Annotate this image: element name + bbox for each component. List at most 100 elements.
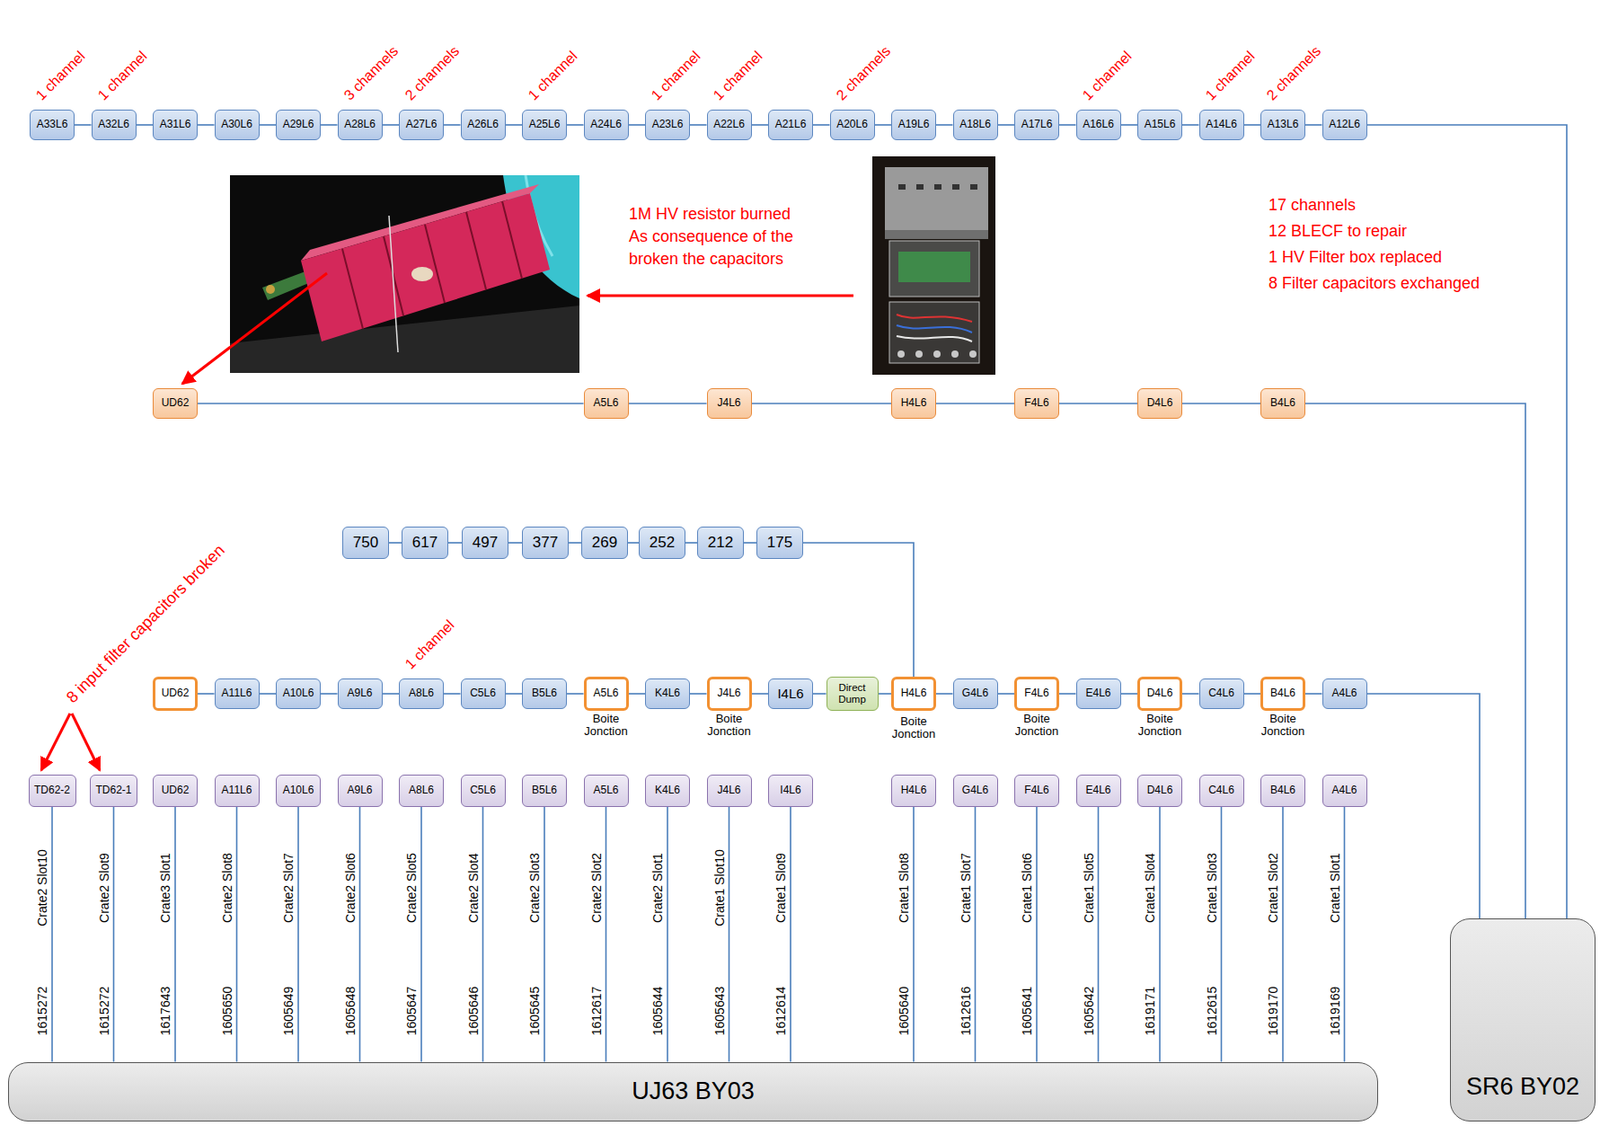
connector <box>320 692 338 695</box>
hole <box>898 184 906 190</box>
slot-label: Crate1 Slot6 <box>1019 852 1035 923</box>
node-label: A11L6 <box>221 687 253 700</box>
serial-number: 1615272 <box>97 986 112 1036</box>
node-label: C5L6 <box>469 784 496 797</box>
channel-count-note: 1 channel <box>524 47 582 105</box>
connector <box>505 692 523 695</box>
junction-box: D4L6 <box>1137 388 1183 419</box>
connector <box>197 692 215 695</box>
channel-count-note: 1 channel <box>647 47 705 105</box>
connector-plug <box>969 350 977 358</box>
connector-plug <box>933 350 941 358</box>
junction-caption: Boite Jonction <box>884 715 943 742</box>
connector <box>388 541 402 544</box>
node-label: 212 <box>707 533 734 552</box>
channel-box: A25L6 <box>521 109 567 141</box>
channel-box: A21L6 <box>768 109 814 141</box>
node-label: C4L6 <box>1208 687 1235 700</box>
node-label: A9L6 <box>346 784 372 797</box>
connector <box>259 123 277 126</box>
connector <box>382 123 400 126</box>
serial-number: 1619169 <box>1327 986 1343 1036</box>
pcb-pin <box>265 284 275 294</box>
serial-number: 1605647 <box>404 986 419 1036</box>
junction-box: A5L6 <box>583 676 629 711</box>
connector <box>751 123 770 126</box>
channel-box: A11L6 <box>214 678 260 709</box>
channel-box: A30L6 <box>214 109 260 141</box>
node-label: B5L6 <box>531 687 557 700</box>
channel-box: K4L6 <box>645 678 690 709</box>
hole <box>952 184 960 190</box>
node-label: UD62 <box>161 397 190 410</box>
channel-box: A22L6 <box>707 109 752 141</box>
junction-caption: Boite Jonction <box>1131 712 1189 739</box>
slot-label: Crate1 Slot8 <box>896 852 911 923</box>
connector <box>1059 123 1077 126</box>
connector <box>974 806 977 1062</box>
connector <box>320 123 338 126</box>
channel-box: A4L6 <box>1322 678 1368 709</box>
junction-box: B4L6 <box>1260 388 1306 419</box>
node-label: 617 <box>412 533 438 552</box>
node-label: UJ63 BY03 <box>631 1077 755 1105</box>
connector <box>1305 692 1323 695</box>
junction-box: J4L6 <box>707 676 752 711</box>
node-label: TD62-2 <box>34 784 71 797</box>
summary-note: 12 BLECF to repair <box>1268 221 1407 241</box>
channel-box: A20L6 <box>830 109 876 141</box>
damage-note: 8 input filter capacitors broken <box>62 540 229 707</box>
position-box: 175 <box>756 526 804 559</box>
node-label: A27L6 <box>406 118 438 132</box>
connector <box>1059 402 1138 405</box>
connector <box>1182 123 1200 126</box>
node-label: A22L6 <box>713 118 745 132</box>
wire <box>896 325 973 333</box>
slot-label: Crate1 Slot3 <box>1204 852 1220 923</box>
node-label: A11L6 <box>221 784 253 797</box>
node-label: F4L6 <box>1024 784 1049 797</box>
channel-box: C4L6 <box>1199 678 1245 709</box>
connector <box>627 541 639 544</box>
connector-plug <box>915 350 923 358</box>
connector <box>628 692 646 695</box>
channel-box: C5L6 <box>460 678 506 709</box>
connector <box>136 123 154 126</box>
slot-label: Crate1 Slot9 <box>773 852 788 923</box>
slot-label: Crate3 Slot1 <box>158 852 173 923</box>
crate-channel-box: B4L6 <box>1260 774 1306 807</box>
connector <box>1182 402 1261 405</box>
wire <box>896 314 973 322</box>
node-label: J4L6 <box>716 397 741 410</box>
channel-box: A27L6 <box>398 109 444 141</box>
connector <box>689 123 708 126</box>
junction-caption: Boite Jonction <box>1007 712 1066 739</box>
junction-caption: Boite Jonction <box>700 712 759 739</box>
position-box: 377 <box>521 526 569 559</box>
serial-number: 1605642 <box>1081 986 1097 1036</box>
position-box: 497 <box>461 526 509 559</box>
crate-channel-box: A11L6 <box>214 774 260 807</box>
slot-label: Crate1 Slot7 <box>958 852 973 923</box>
node-label: B5L6 <box>531 784 557 797</box>
connector <box>936 692 954 695</box>
connector <box>297 806 300 1062</box>
summary-note: 1 HV Filter box replaced <box>1268 247 1442 267</box>
crate-channel-box: D4L6 <box>1137 774 1183 807</box>
slot-label: Crate2 Slot8 <box>220 852 235 923</box>
capacitor-divider <box>342 248 363 329</box>
hole <box>934 184 942 190</box>
node-label: D4L6 <box>1147 397 1174 410</box>
connector <box>359 806 362 1062</box>
crate-channel-box: K4L6 <box>645 774 690 807</box>
crate-channel-box: G4L6 <box>953 774 999 807</box>
connector <box>1305 123 1323 126</box>
node-label: 750 <box>353 533 379 552</box>
slot-label: Crate2 Slot9 <box>97 852 112 923</box>
dump-box: Direct Dump <box>826 676 879 711</box>
node-label: 252 <box>649 533 675 552</box>
capacitor-divider <box>424 224 445 303</box>
junction-box: F4L6 <box>1014 388 1060 419</box>
channel-box: A14L6 <box>1199 109 1245 141</box>
